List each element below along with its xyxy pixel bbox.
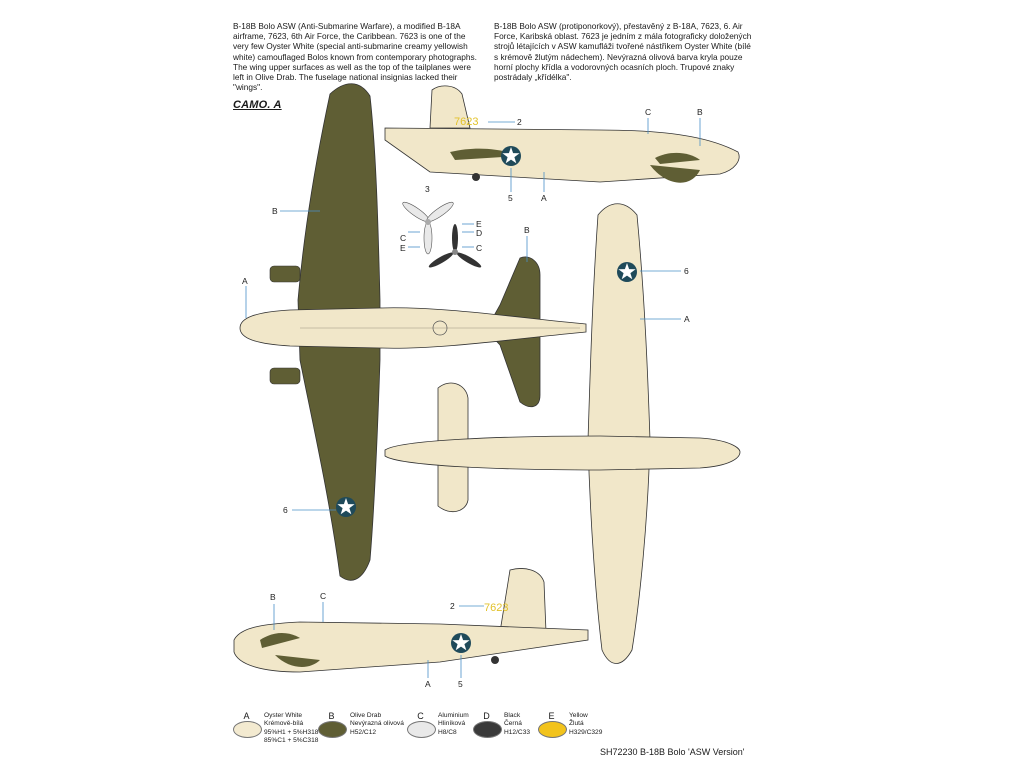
camo-title: CAMO. A [233, 99, 282, 111]
callout-labels: B A B 6 2 C B 5 A 6 A B C 2 5 A 3 C E E … [242, 107, 703, 689]
callout-a-top: A [242, 276, 248, 286]
callout-c-prop2: C [476, 243, 482, 253]
callout-5-bottom: 5 [458, 679, 463, 689]
callout-a-bottom: A [425, 679, 431, 689]
callout-leaders [245, 118, 701, 678]
callout-e-prop: E [400, 243, 406, 253]
legend-letter-c: C [417, 711, 424, 721]
side-view-right: 7623 [384, 85, 740, 183]
legend-swatch-d [473, 721, 502, 738]
top-view [239, 83, 587, 581]
legend-letter-b: B [328, 711, 335, 721]
underside-view [384, 203, 741, 664]
callout-b-top: B [272, 206, 278, 216]
callout-5-side: 5 [508, 193, 513, 203]
legend-swatch-a [233, 721, 262, 738]
callout-c-prop: C [400, 233, 406, 243]
callout-c-bottom: C [320, 591, 326, 601]
underside-wing [587, 203, 651, 664]
callout-6-under: 6 [684, 266, 689, 276]
callout-2-side: 2 [517, 117, 522, 127]
description-czech: B-18B Bolo ASW (protiponorkový), přestav… [494, 21, 752, 83]
callout-b-bottom: B [270, 592, 276, 602]
legend-swatch-b [318, 721, 347, 738]
underside-fuselage [384, 435, 741, 471]
side-fuselage-left [233, 621, 589, 673]
callout-d-prop: D [476, 228, 482, 238]
footer-caption: SH72230 B-18B Bolo 'ASW Version' [600, 747, 745, 757]
callout-b-side: B [697, 107, 703, 117]
callout-b-tail: B [524, 225, 530, 235]
description-english: B-18B Bolo ASW (Anti-Submarine Warfare),… [233, 21, 477, 93]
callout-2-bottom: 2 [450, 601, 455, 611]
propeller-views [402, 201, 482, 268]
serial-bottom-profile: 7623 [484, 602, 508, 614]
callout-e-prop2: E [476, 219, 482, 229]
callout-a-side: A [541, 193, 547, 203]
callout-3-prop: 3 [425, 184, 430, 194]
serial-top-profile: 7623 [454, 116, 478, 128]
legend-swatch-c [407, 721, 436, 738]
legend-letter-e: E [548, 711, 555, 721]
legend-swatch-e [538, 721, 567, 738]
callout-c-side: C [645, 107, 651, 117]
side-view-left: 7623 [233, 568, 589, 673]
callout-6-top: 6 [283, 505, 288, 515]
legend-letter-d: D [483, 711, 490, 721]
side-fuselage-right [384, 127, 740, 183]
legend-letter-a: A [243, 711, 250, 721]
callout-a-under: A [684, 314, 690, 324]
